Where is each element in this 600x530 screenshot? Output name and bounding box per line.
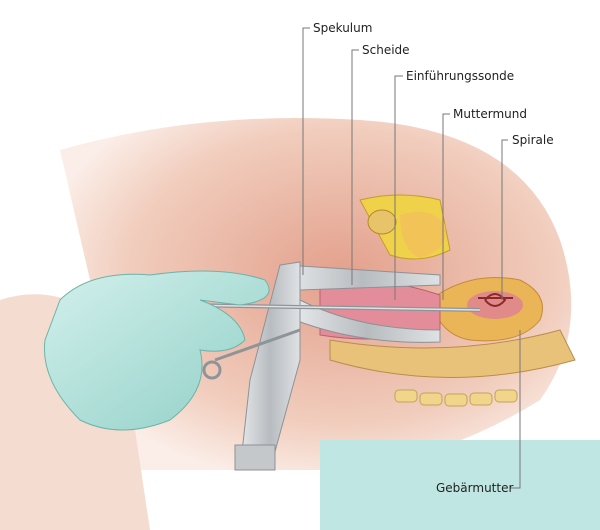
label-scheide: Scheide <box>362 43 410 57</box>
label-spekulum: Spekulum <box>313 21 373 35</box>
speculum <box>234 261 441 471</box>
label-spirale: Spirale <box>512 133 554 147</box>
iud-spiral <box>478 293 513 307</box>
label-gebaermutter: Gebärmutter <box>436 481 514 495</box>
leader-lines <box>302 27 521 489</box>
insertion-probe <box>179 303 481 380</box>
gloved-hand <box>43 270 270 431</box>
label-einfuehrungssonde: Einführungssonde <box>406 69 515 83</box>
label-muttermund: Muttermund <box>453 107 527 121</box>
